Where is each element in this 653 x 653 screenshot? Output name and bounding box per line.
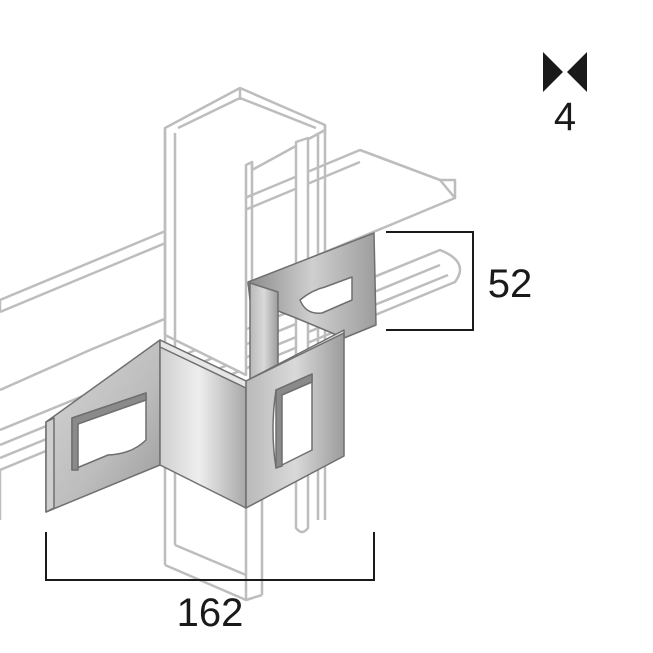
dimension-lines — [45, 231, 474, 581]
height-dimension-line — [386, 231, 474, 331]
height-label: 52 — [488, 262, 533, 306]
vertical-channel — [163, 86, 327, 602]
bracket-right-slot — [272, 373, 313, 469]
width-label: 162 — [177, 591, 244, 635]
thickness-icon — [543, 52, 587, 92]
bracket — [45, 232, 377, 513]
width-dimension-line — [45, 532, 375, 581]
bracket-back-slot — [299, 276, 353, 314]
thickness-label: 4 — [554, 95, 576, 139]
